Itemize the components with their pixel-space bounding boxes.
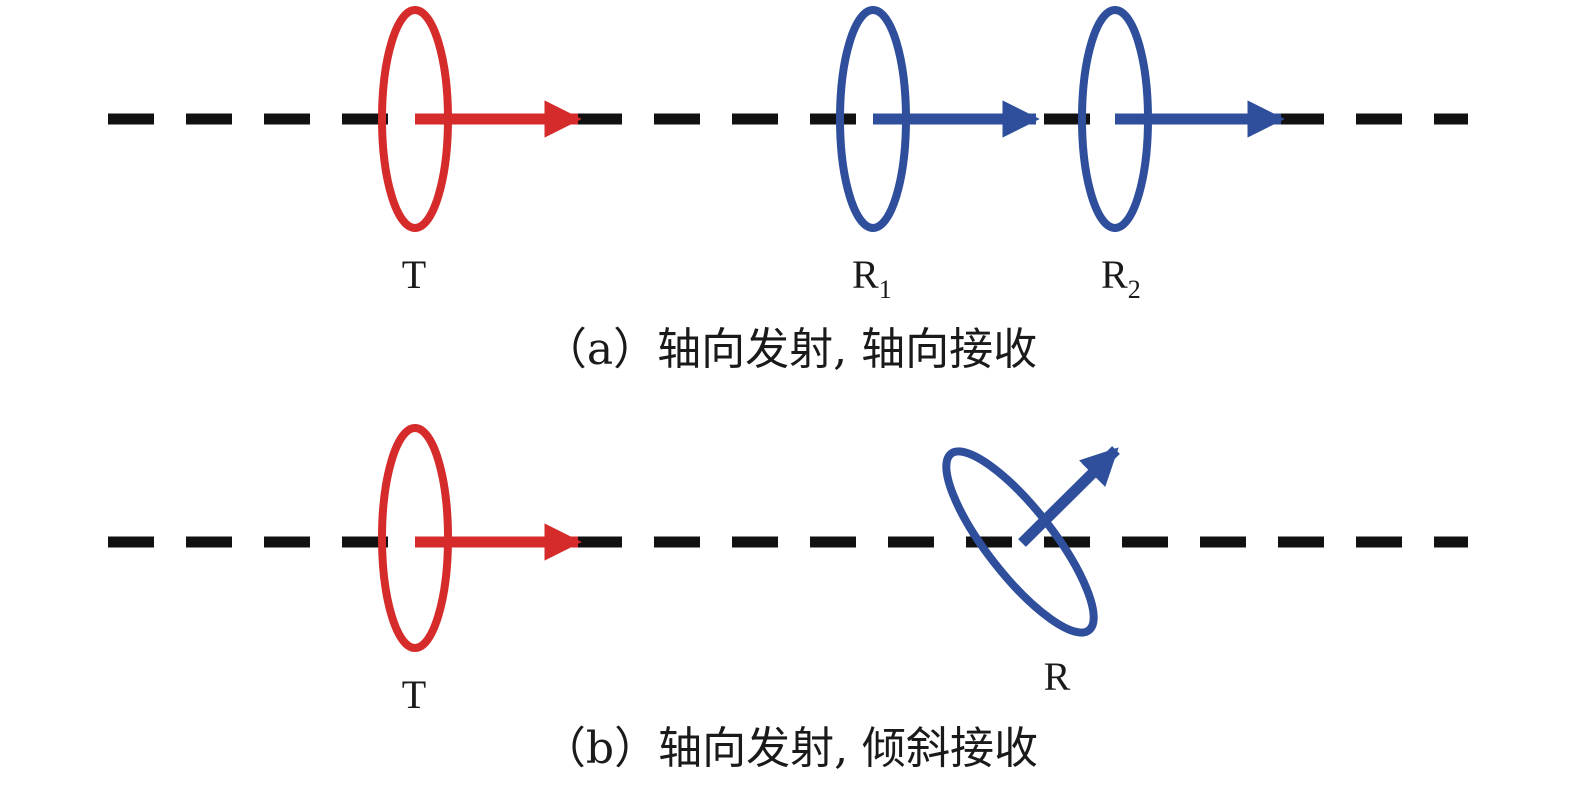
receiver2-letter: R bbox=[1101, 252, 1128, 297]
tilted-receiver-moment-arrow-b bbox=[1018, 446, 1120, 547]
transmitter-coil-b bbox=[378, 424, 582, 652]
receiver1-subscript: 1 bbox=[879, 275, 892, 304]
tilted-receiver-coil-b bbox=[942, 446, 1120, 637]
transmitter-label-b: T bbox=[402, 672, 426, 717]
panel-a: T R1 R2 （a）轴向发射, 轴向接收 bbox=[108, 6, 1468, 375]
caption-a: （a）轴向发射, 轴向接收 bbox=[543, 324, 1037, 375]
receiver1-label-a: R1 bbox=[852, 252, 892, 304]
caption-b: （b）轴向发射, 倾斜接收 bbox=[542, 723, 1038, 774]
receiver1-coil-a bbox=[836, 6, 1040, 232]
receiver2-coil-a bbox=[1078, 6, 1285, 232]
receiver2-subscript: 2 bbox=[1128, 275, 1141, 304]
receiver2-label-a: R2 bbox=[1101, 252, 1141, 304]
panel-b: T R （b）轴向发射, 倾斜接收 bbox=[108, 424, 1468, 774]
transmitter-coil-a bbox=[378, 6, 582, 232]
receiver1-letter: R bbox=[852, 252, 879, 297]
receiver-label-b: R bbox=[1044, 654, 1071, 699]
transmitter-label-a: T bbox=[402, 252, 426, 297]
